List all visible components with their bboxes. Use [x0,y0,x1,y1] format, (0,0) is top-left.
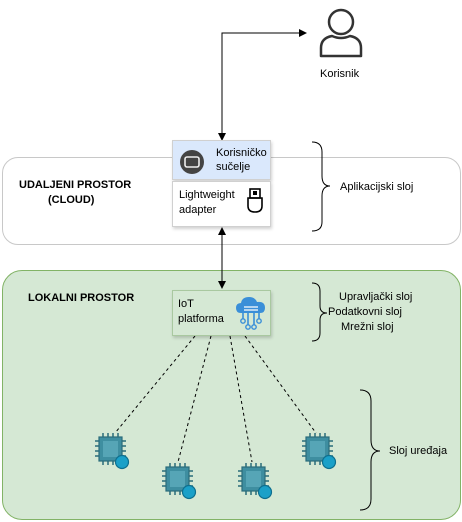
iot-label-line1: IoT [178,298,194,310]
user-interface-box: Korisničko sučelje [172,140,271,180]
brace-application [311,141,331,232]
layer-label-data: Podatkovni sloj [328,306,402,318]
layer-label-network: Mrežni sloj [341,321,394,333]
ui-label-line2: sučelje [216,161,251,173]
iot-platform-box: IoT platforma [172,290,271,336]
device-link-2 [177,335,212,463]
local-zone-title: LOKALNI PROSTOR [28,292,135,304]
chip-icon [300,431,338,471]
brace-platform [311,282,328,342]
iot-label-line2: platforma [178,313,224,325]
adapter-icon [246,188,264,214]
chip-icon [160,461,198,501]
device-link-3 [229,335,253,463]
chip-icon [236,461,274,501]
cloud-zone-title: UDALJENI PROSTOR [19,179,132,191]
adapter-box: Lightweight adapter [172,181,271,227]
layer-label-application: Aplikacijski sloj [340,181,414,193]
brace-devices [359,389,381,511]
monitor-icon [179,149,205,175]
user-label: Korisnik [320,68,360,80]
user-icon [318,6,364,58]
adapter-label-line1: Lightweight [179,189,235,201]
user-ui-connector [218,29,307,141]
layer-label-device: Sloj uređaja [389,445,448,457]
chip-icon [93,431,131,471]
adapter-label-line2: adapter [179,204,217,216]
layer-label-control: Upravljački sloj [339,291,413,303]
device-link-4 [244,335,317,434]
cloud-zone-subtitle: (CLOUD) [48,194,95,206]
ui-label-line1: Korisničko [216,147,267,159]
device-link-1 [114,335,196,434]
cloud-network-icon [235,295,267,331]
